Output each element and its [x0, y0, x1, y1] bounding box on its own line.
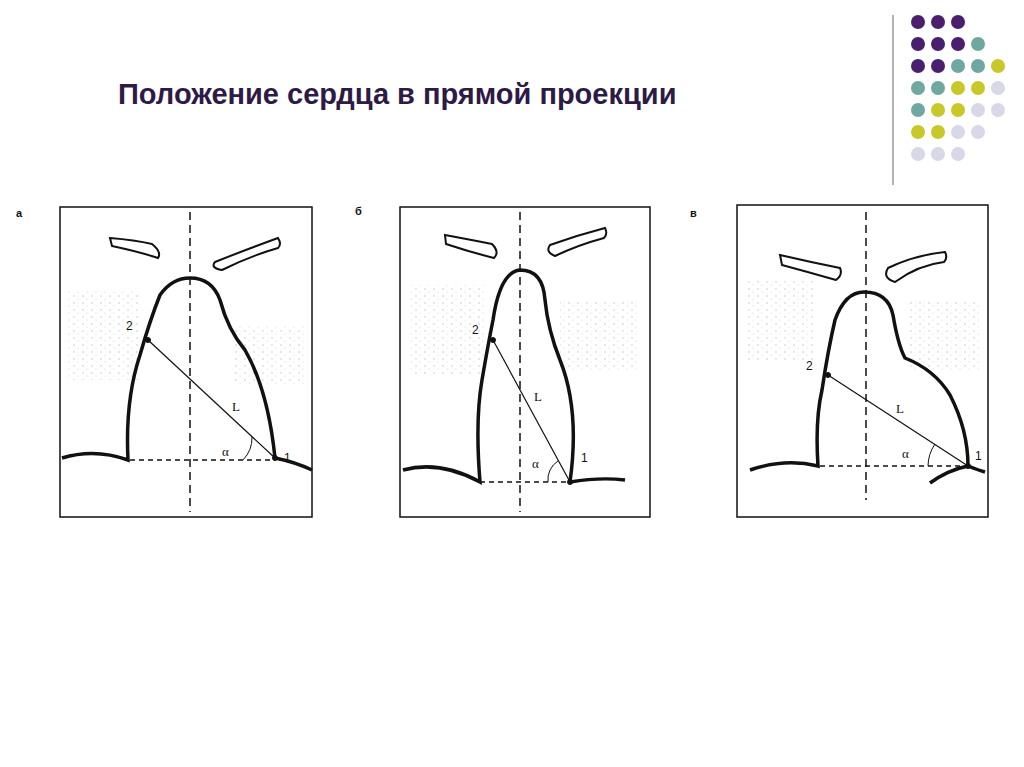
decor-dot: [951, 37, 965, 51]
point-number: 2: [806, 360, 813, 372]
length-label: L: [232, 400, 240, 413]
decor-dot: [931, 59, 945, 73]
decor-dot: [991, 81, 1005, 95]
decor-dot: [951, 125, 965, 139]
length-label: L: [534, 390, 542, 403]
decor-dot: [971, 81, 985, 95]
decor-dot: [931, 15, 945, 29]
decor-dot: [911, 103, 925, 117]
point-number: 2: [472, 324, 479, 336]
panel-letter: б: [355, 206, 362, 217]
decor-dot: [991, 59, 1005, 73]
decor-dot: [951, 147, 965, 161]
slide-title: Положение сердца в прямой проекции: [118, 78, 676, 111]
decor-dot: [911, 59, 925, 73]
decor-dot: [911, 15, 925, 29]
point-number: 2: [126, 320, 133, 332]
angle-label: α: [222, 445, 229, 458]
panel-c: [737, 205, 988, 517]
decor-dot: [991, 103, 1005, 117]
decor-dot: [951, 103, 965, 117]
decor-dot: [971, 103, 985, 117]
length-label: L: [896, 402, 904, 415]
decor-dot: [911, 37, 925, 51]
panel-letter: а: [16, 208, 22, 219]
decor-dot: [931, 37, 945, 51]
decor-dot: [951, 15, 965, 29]
decor-dot: [971, 37, 985, 51]
angle-label: α: [902, 447, 909, 460]
decor-dots: [911, 15, 1005, 161]
point-number: 1: [581, 452, 588, 464]
decor-dot: [971, 59, 985, 73]
panel-a: [60, 207, 312, 517]
decor-dot: [951, 59, 965, 73]
decor-dot: [911, 147, 925, 161]
decor-dot: [971, 125, 985, 139]
angle-label: α: [532, 457, 539, 470]
decor-dot: [931, 81, 945, 95]
point-number: 1: [284, 452, 291, 464]
panel-b: [400, 207, 650, 517]
decor-dot: [931, 103, 945, 117]
decor-dot: [911, 125, 925, 139]
decor-dot: [931, 147, 945, 161]
point-number: 1: [975, 450, 982, 462]
decor-dot: [911, 81, 925, 95]
panel-letter: в: [690, 208, 697, 219]
decor-line: [892, 15, 894, 185]
decor-dot: [951, 81, 965, 95]
decor-dot: [931, 125, 945, 139]
